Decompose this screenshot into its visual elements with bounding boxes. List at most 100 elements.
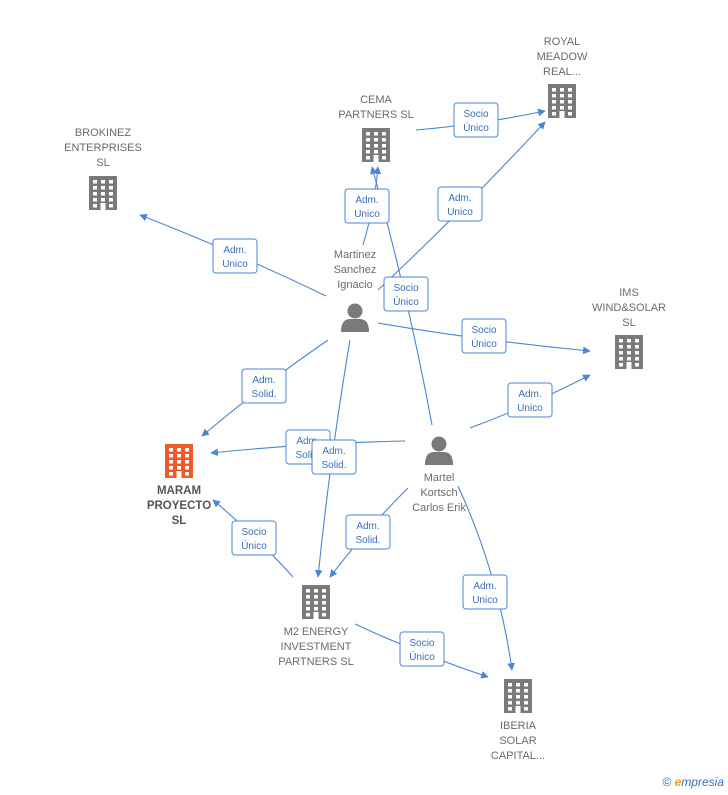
building-icon <box>302 585 330 619</box>
edge-label-line: Adm. <box>448 193 471 204</box>
node-label-line: PARTNERS SL <box>338 109 413 121</box>
edge-label-line: Socio <box>393 283 418 294</box>
node-label-line: WIND&SOLAR <box>592 302 666 314</box>
node-iberia[interactable]: IBERIA SOLAR CAPITAL... <box>491 679 545 762</box>
building-icon <box>615 335 643 369</box>
node-label-line: IBERIA <box>500 720 537 732</box>
edge-label-martel-to-iberia[interactable]: Adm. Unico <box>462 574 508 610</box>
person-icon <box>425 436 453 465</box>
edge-label-box <box>399 631 445 667</box>
edge-label-line: Único <box>471 337 497 350</box>
edge-label-box <box>462 574 508 610</box>
edge-label-line: Solid. <box>295 450 320 461</box>
edge-label-line: Solid. <box>251 389 276 400</box>
edge-label-line: Solid. <box>321 460 346 471</box>
node-label-line: PARTNERS SL <box>278 656 353 668</box>
edge-label-martinez-to-royal[interactable]: Adm. Unico <box>437 186 483 222</box>
edge-label-martinez-to-brokinez[interactable]: Adm.Unico <box>212 238 258 274</box>
edge-label-line: Adm. <box>252 375 275 386</box>
node-label-line: M2 ENERGY <box>284 626 349 638</box>
edge-label-line: Adm. <box>296 436 319 447</box>
edge-label-box <box>507 382 553 418</box>
edge-label-box <box>231 520 277 556</box>
node-label-line: SL <box>622 317 635 329</box>
node-label-line: Ignacio <box>337 279 372 291</box>
node-label-line: ROYAL <box>544 36 580 48</box>
edge-label-box <box>461 318 507 354</box>
edge-label-martinez-to-m2[interactable]: Adm. Solid. <box>311 439 357 475</box>
edge-label-line: Socio <box>241 527 266 538</box>
node-m2[interactable]: M2 ENERGY INVESTMENT PARTNERS SL <box>278 585 354 668</box>
edge-label-box <box>212 238 258 274</box>
building-icon <box>504 679 532 713</box>
node-label-line: BROKINEZ <box>75 127 132 139</box>
node-label-line: ENTERPRISES <box>64 142 142 154</box>
edge-label-martel-to-m2[interactable]: Adm. Solid. <box>345 514 391 550</box>
edge-label-box <box>437 186 483 222</box>
node-label-line: Martinez <box>334 249 376 261</box>
building-icon <box>165 444 193 478</box>
edge-label-line: Adm. <box>518 389 541 400</box>
node-label-line: SOLAR <box>499 735 536 747</box>
node-label-line: Carlos Erik <box>412 502 466 514</box>
edge-label-line: Único <box>409 650 435 663</box>
node-label-line: CEMA <box>360 94 392 106</box>
edge-label-box <box>453 102 499 138</box>
edge-label-line: Adm. <box>322 446 345 457</box>
edge-label-line: Único <box>463 121 489 134</box>
edge-label-line: Unico <box>447 207 473 218</box>
edge-label-line: Socio <box>463 109 488 120</box>
node-label-line: MEADOW <box>537 51 588 63</box>
node-label-line: Kortsch <box>420 487 457 499</box>
node-label-line: SL <box>96 157 109 169</box>
edge-label-line: Unico <box>517 403 543 414</box>
copyright-symbol: © <box>662 775 672 789</box>
node-label-line: MARAM <box>157 485 201 497</box>
edge-label-box <box>311 439 357 475</box>
node-label-line: IMS <box>619 287 639 299</box>
edge-label-line: Adm. <box>356 521 379 532</box>
node-label-line: SL <box>172 515 187 527</box>
edge-label-box <box>383 276 429 312</box>
node-royal[interactable]: ROYALMEADOWREAL... <box>537 36 588 118</box>
edge-label-box <box>344 188 390 224</box>
node-brokinez[interactable]: BROKINEZ ENTERPRISES SL <box>64 127 142 210</box>
edge-label-line: Solid. <box>355 535 380 546</box>
node-ims[interactable]: IMS WIND&SOLAR SL <box>592 287 666 369</box>
building-icon <box>362 128 390 162</box>
edge-label-box <box>241 368 287 404</box>
brand-initial: e <box>674 775 682 789</box>
node-label-line: CAPITAL... <box>491 750 545 762</box>
edge-label-line: Único <box>393 295 419 308</box>
edge-label-martinez-to-maram[interactable]: Adm. Solid. <box>241 368 287 404</box>
edge-label-line: Adm. <box>355 195 378 206</box>
edge-label-line: Unico <box>472 595 498 606</box>
brand-name: mpresia <box>681 775 724 789</box>
building-icon <box>89 176 117 210</box>
edge-label-line: Socio <box>409 638 434 649</box>
person-icon <box>341 303 369 332</box>
edge-label-line: Único <box>241 539 267 552</box>
edge-label-martel-to-ims[interactable]: Adm. Unico <box>507 382 553 418</box>
node-label-line: Martel <box>424 472 455 484</box>
node-cema[interactable]: CEMA PARTNERS SL <box>338 94 414 162</box>
footer-brand[interactable]: © empresia <box>662 775 724 789</box>
edge-label-line: Socio <box>471 325 496 336</box>
edge-label-martinez-to-cema[interactable]: Adm. Unico <box>344 188 390 224</box>
edge-labels-layer: SocioÚnicoAdm.UnicoAdm.UnicoAdm.UnicoSoc… <box>212 102 553 667</box>
edge-label-line: Adm. <box>473 581 496 592</box>
edge-label-line: Unico <box>222 259 248 270</box>
edge-label-line: Unico <box>354 209 380 220</box>
node-label-line: Sanchez <box>334 264 377 276</box>
node-label-line: INVESTMENT <box>281 641 352 653</box>
